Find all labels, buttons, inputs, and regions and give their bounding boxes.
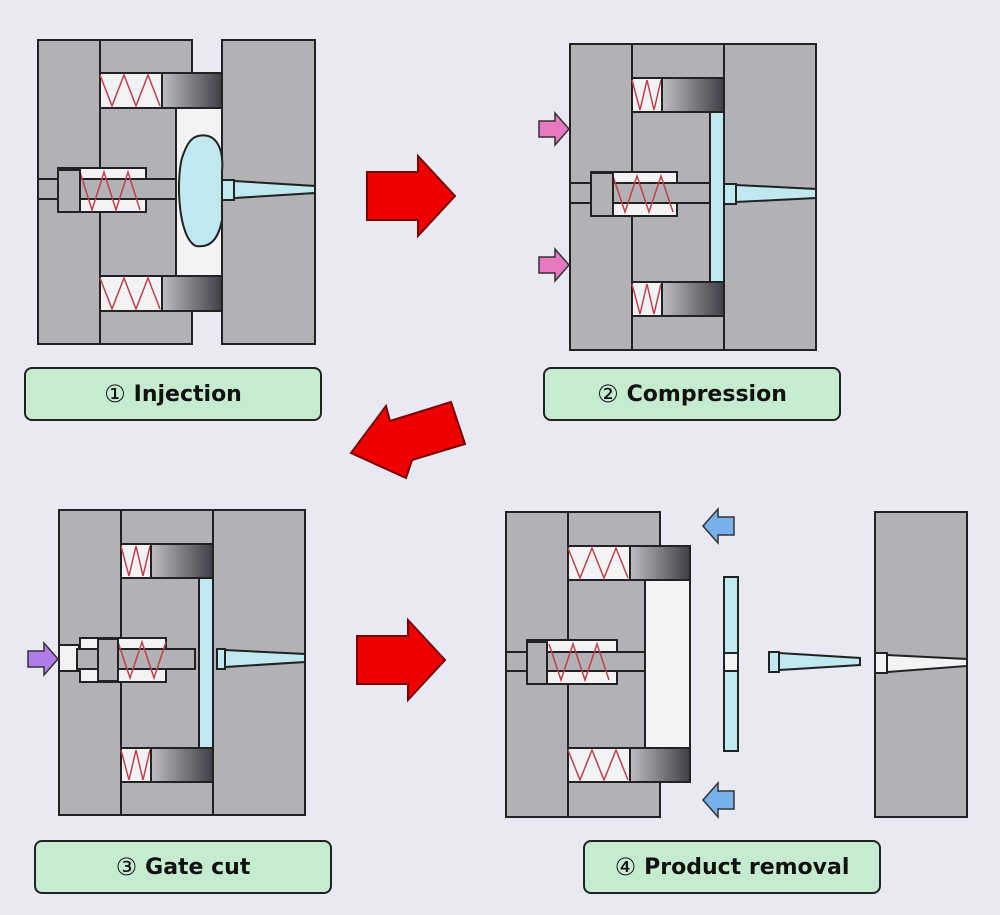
sprue-bushing-empty <box>874 652 888 674</box>
sprue-base <box>216 648 226 670</box>
molten-resin <box>178 134 224 248</box>
spring-pin-bottom <box>161 275 223 312</box>
sprue-channel-empty <box>886 653 968 674</box>
flow-arrow-down-left <box>349 400 467 480</box>
spring-top-icon <box>99 72 161 109</box>
spring-center-icon <box>117 639 167 681</box>
spring-housing-bottom <box>99 275 163 312</box>
spring-top-icon <box>120 545 151 577</box>
gate-pin-head <box>526 641 548 685</box>
step-4-label: ④ Product removal <box>583 840 881 894</box>
product-cavity <box>198 577 214 749</box>
gate-pin-head <box>97 638 119 682</box>
spring-housing-top <box>567 545 631 581</box>
sprue <box>224 648 306 669</box>
step-1-text: Injection <box>133 381 242 407</box>
spring-top-icon <box>631 79 662 111</box>
gate-pin-head <box>57 169 81 213</box>
sprue-base <box>723 183 737 205</box>
step-4-number: ④ <box>614 853 637 881</box>
compression-arrow-bottom <box>538 247 570 283</box>
spring-bottom-icon <box>567 747 629 783</box>
step-4-text: Product removal <box>644 854 850 880</box>
step-4-diagram <box>505 511 968 818</box>
gate-pin-head <box>590 172 614 217</box>
step-3-text: Gate cut <box>145 854 251 880</box>
spring-pin-bottom <box>629 747 691 783</box>
spring-bottom-icon <box>120 749 151 781</box>
spring-pin-top <box>661 77 725 113</box>
step-2-number: ② <box>597 380 619 408</box>
spring-bottom-icon <box>631 283 662 315</box>
spring-center-icon <box>612 173 674 215</box>
compression-arrow-top <box>538 111 570 147</box>
ejection-arrow-bottom <box>701 781 735 819</box>
spring-housing-bottom <box>567 747 631 783</box>
step-1-number: ① <box>104 380 126 408</box>
spring-pin-bottom <box>661 281 725 317</box>
step-3-number: ③ <box>115 853 138 881</box>
step-2-text: Compression <box>626 381 787 407</box>
step-2-label: ② Compression <box>543 367 841 421</box>
spring-center-icon <box>79 169 141 213</box>
flow-arrow-right-2 <box>356 617 447 703</box>
step-1-diagram <box>37 39 316 345</box>
ejected-sprue <box>778 651 861 672</box>
sprue <box>233 179 316 200</box>
product-gate-hole <box>723 652 739 672</box>
spring-pin-bottom <box>150 747 214 783</box>
ejection-arrow-top <box>701 507 735 545</box>
open-cavity <box>644 579 691 749</box>
spring-pin-top <box>150 543 214 579</box>
step-1-label: ① Injection <box>24 367 322 421</box>
flow-arrow-right-1 <box>366 153 457 239</box>
sprue-base <box>221 179 235 201</box>
ejected-sprue-base <box>768 651 780 673</box>
spring-bottom-icon <box>99 275 161 312</box>
step-3-label: ③ Gate cut <box>34 840 332 894</box>
sprue <box>735 183 817 204</box>
gate-cut-arrow <box>27 641 59 677</box>
spring-pin-top <box>161 72 223 109</box>
spring-center-icon <box>548 641 610 683</box>
spring-top-icon <box>567 545 629 581</box>
compressed-product <box>709 111 725 283</box>
step-3-diagram <box>58 509 306 816</box>
step-2-diagram <box>569 43 817 351</box>
spring-housing-top <box>99 72 163 109</box>
spring-pin-top <box>629 545 691 581</box>
